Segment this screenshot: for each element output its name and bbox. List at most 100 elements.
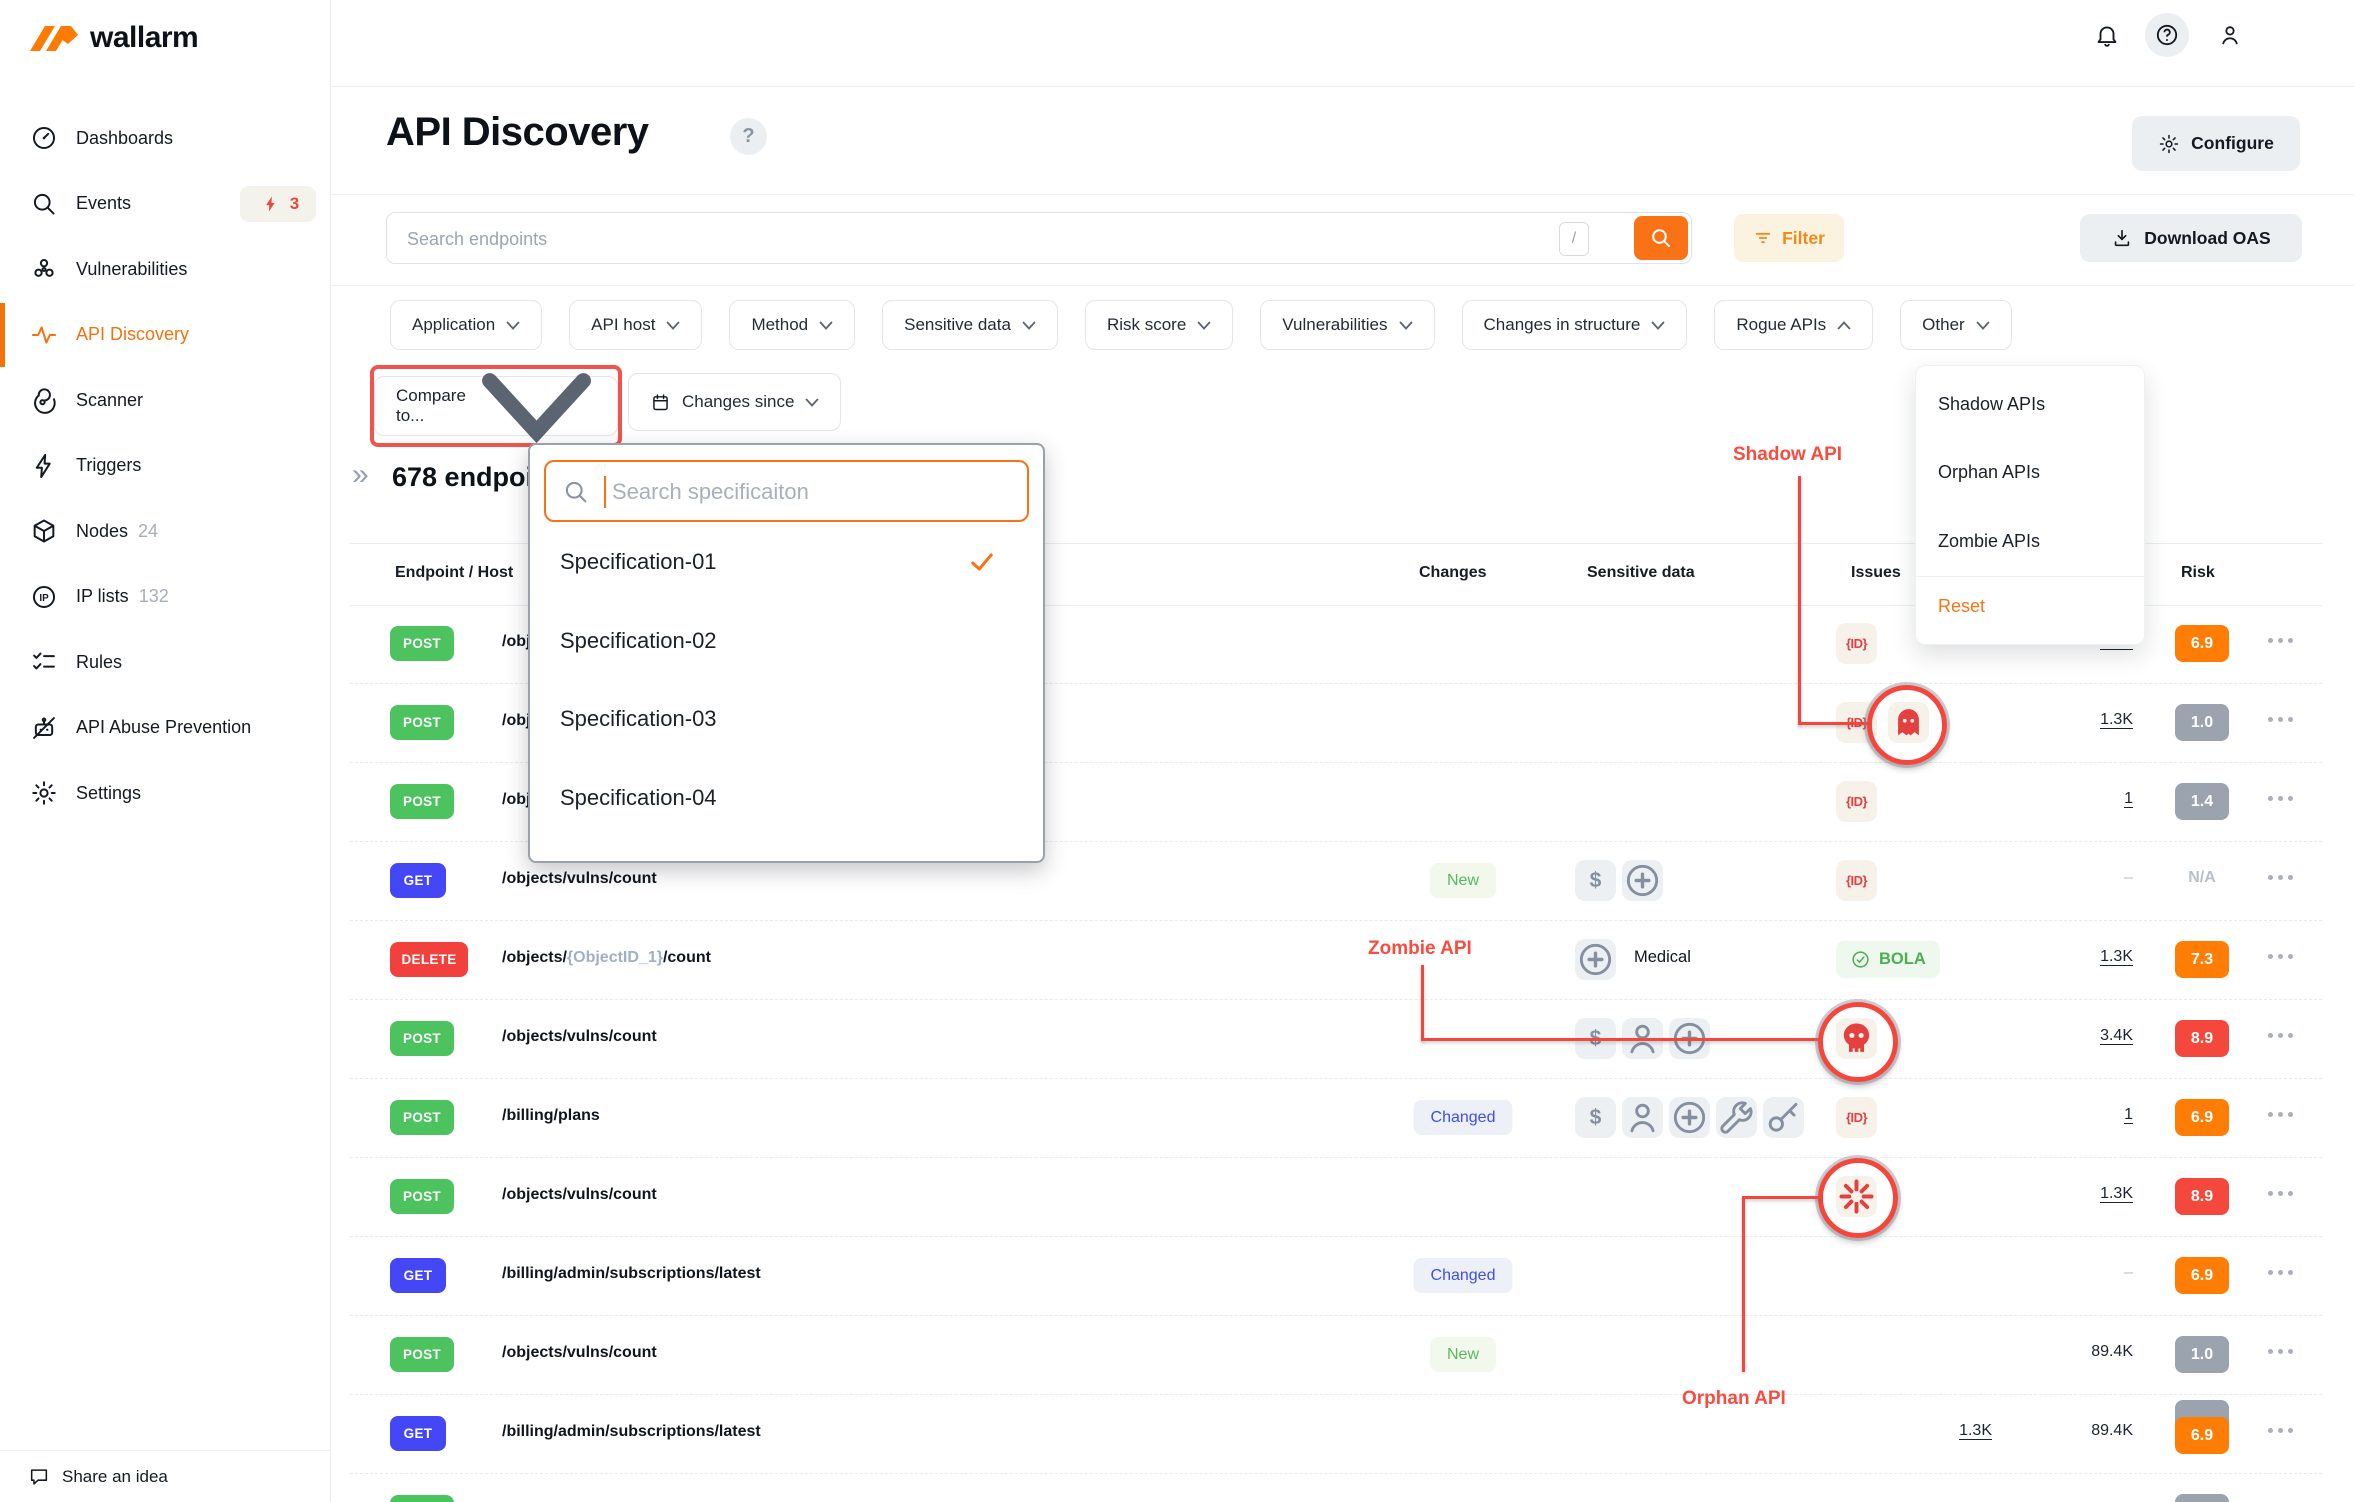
row-menu-button[interactable] [2268,717,2312,722]
compare-to-dropdown[interactable]: Compare to... [374,372,618,443]
hits-value[interactable]: 1 [2124,1106,2133,1124]
id-issue-icon: {ID} [1836,860,1877,901]
rogue-menu-item-shadow-apis[interactable]: Shadow APIs [1938,393,2046,414]
row-menu-button[interactable] [2268,1428,2312,1433]
filter-button[interactable]: Filter [1734,214,1844,262]
table-row[interactable]: POST/objects/vulns/count [350,1473,2322,1502]
user-profile-icon[interactable] [2208,13,2252,57]
spec-search-input[interactable] [610,462,1014,522]
sidebar-item-api-abuse-prevention[interactable]: API Abuse Prevention [0,705,330,751]
rogue-menu-item-zombie-apis[interactable]: Zombie APIs [1938,530,2041,551]
changes-since-dropdown[interactable]: Changes since [628,373,842,431]
sidebar-item-api-discovery[interactable]: API Discovery [0,302,330,367]
filter-chip-application[interactable]: Application [390,300,543,350]
row-menu-button[interactable] [2268,954,2312,959]
hits-value[interactable]: 1.3K [2100,711,2133,729]
endpoint-search: / [386,212,1692,265]
hits-value[interactable]: 3.4K [2100,1027,2133,1045]
sidebar-item-count: 132 [138,586,169,606]
sidebar-item-events[interactable]: Events 3 [0,181,330,227]
method-badge: POST [390,1337,454,1372]
brand-logo[interactable]: wallarm [28,18,199,58]
row-menu-button[interactable] [2268,1349,2312,1354]
filter-label: Filter [1782,227,1825,248]
method-badge: POST [390,705,454,740]
method-badge: GET [390,1258,446,1293]
filter-chip-api-host[interactable]: API host [569,300,703,350]
filter-chip-other[interactable]: Other [1900,300,2012,350]
calendar-icon [650,392,671,413]
sidebar-item-vulnerabilities[interactable]: Vulnerabilities [0,246,330,292]
title-help-icon[interactable]: ? [730,118,767,155]
spec-option-specification-04[interactable]: Specification-04 [560,778,1017,818]
chevron-down-icon [1399,321,1413,330]
share-idea-button[interactable]: Share an idea [0,1450,330,1502]
column-header-changes: Changes [1419,564,1487,581]
hits-value[interactable]: 1.3K [2100,1185,2133,1203]
download-oas-button[interactable]: Download OAS [2080,214,2302,262]
row-menu-button[interactable] [2268,875,2312,880]
rogue-menu-item-orphan-apis[interactable]: Orphan APIs [1938,462,2041,482]
notifications-bell-icon[interactable] [2085,13,2129,57]
filter-chip-label: Application [412,315,496,334]
scanner-icon [30,386,58,414]
sidebar-item-scanner[interactable]: Scanner [0,377,330,423]
change-badge: Changed [1413,1258,1513,1293]
chevron-down-icon [1976,321,1990,330]
filter-chip-method[interactable]: Method [729,300,856,350]
gear-icon [30,779,58,807]
spec-option-specification-03[interactable]: Specification-03 [560,699,1017,739]
row-menu-button[interactable] [2268,638,2312,643]
wallarm-logo-icon [28,18,80,58]
configure-button[interactable]: Configure [2132,116,2300,171]
filter-chip-risk-score[interactable]: Risk score [1084,300,1234,350]
spec-option-specification-01[interactable]: Specification-01 [560,542,1017,582]
risk-score-badge: 6.9 [2175,1257,2229,1294]
filter-chip-sensitive-data[interactable]: Sensitive data [882,300,1058,350]
change-badge: Changed [1413,1100,1513,1135]
method-badge: POST [390,1179,454,1214]
spec-option-specification-02[interactable]: Specification-02 [560,621,1017,661]
filter-chip-changes-in-structure[interactable]: Changes in structure [1461,300,1688,350]
svg-text:IP: IP [39,592,49,603]
filter-chip-label: Other [1922,315,1965,334]
search-submit-button[interactable] [1634,216,1688,260]
table-row[interactable]: POST/objects/vulns/count$3.4K8.9 [350,999,2322,1079]
text-caret [604,476,606,508]
column-header-risk: Risk [2181,564,2215,581]
collapse-panel-icon[interactable]: » [352,458,369,491]
sidebar-item-label: Events [76,193,132,213]
row-menu-button[interactable] [2268,1033,2312,1038]
rogue-reset-button[interactable]: Reset [1938,595,1986,616]
checklist-icon [30,648,58,676]
row-menu-button[interactable] [2268,1270,2312,1275]
sidebar-item-dashboards[interactable]: Dashboards [0,115,330,161]
hits-value[interactable]: 1.3K [2100,948,2133,966]
events-alert-badge: 3 [240,185,316,222]
sidebar-item-settings[interactable]: Settings [0,770,330,816]
search-input[interactable] [405,213,1559,265]
filter-chip-rogue-apis[interactable]: Rogue APIs [1714,300,1874,350]
filter-chip-label: Method [751,315,809,334]
sidebar-item-triggers[interactable]: Triggers [0,443,330,489]
filter-chip-vulnerabilities[interactable]: Vulnerabilities [1260,300,1435,350]
help-icon[interactable] [2145,13,2189,57]
method-badge: POST [390,1495,454,1502]
issues-count-link[interactable]: 1.3K [1959,1422,1992,1440]
row-menu-button[interactable] [2268,1191,2312,1196]
sidebar-item-rules[interactable]: Rules [0,639,330,685]
row-menu-button[interactable] [2268,796,2312,801]
hits-value[interactable]: 1 [2124,790,2133,808]
row-menu-button[interactable] [2268,1112,2312,1117]
specification-dropdown-modal: Specification-01Specification-02Specific… [528,443,1045,863]
